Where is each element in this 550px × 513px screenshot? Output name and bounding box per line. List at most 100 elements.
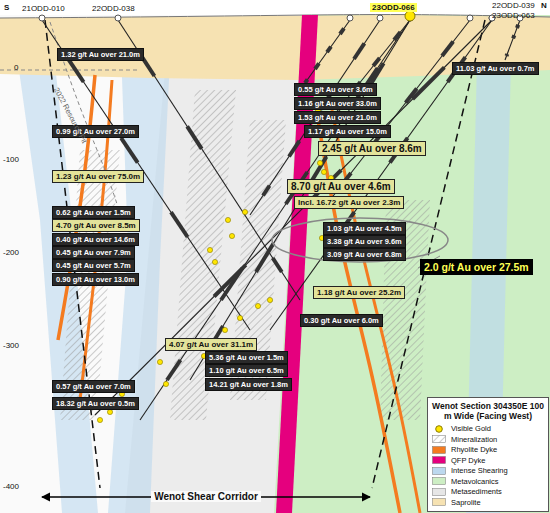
assay-callout: 1.10 g/t Au over 6.5m <box>205 364 288 377</box>
drill-hole <box>505 20 520 60</box>
visible-gold-dot <box>267 297 272 302</box>
saprolite-layer <box>0 15 550 80</box>
label-holder: 0 <box>14 63 18 72</box>
assay-text: 0.90 g/t Au over 13.0m <box>56 275 135 284</box>
assay-interval <box>263 186 270 196</box>
assay-text: 11.03 g/t Au over 0.7m <box>456 64 535 73</box>
legend-text: Saprolite <box>451 498 481 507</box>
legend-swatch <box>432 446 446 454</box>
assay-callout: 1.03 g/t Au over 4.5m <box>323 222 406 235</box>
visible-gold-dot <box>222 327 227 332</box>
assay-text: 0.55 g/t Au over 3.6m <box>298 85 373 94</box>
assay-callout: 3.38 g/t Au over 9.6m <box>323 235 406 248</box>
legend-row: Rhyolite Dyke <box>432 445 544 455</box>
assay-text: 4.70 g/t Au over 8.5m <box>56 221 136 230</box>
text-label: 23ODD-063 <box>492 11 535 20</box>
legend-swatch <box>432 477 446 485</box>
assay-text: Incl. 16.72 g/t Au over 2.3m <box>298 198 400 207</box>
collar-marker <box>347 15 353 21</box>
assay-callout: 1.32 g/t Au over 21.0m <box>57 48 144 61</box>
assay-text: 1.03 g/t Au over 4.5m <box>327 224 402 233</box>
visible-gold-dot <box>237 315 242 320</box>
assay-interval <box>171 212 188 237</box>
text-label: -400 <box>3 482 19 491</box>
drill-hole <box>140 20 410 420</box>
legend-swatch <box>432 467 446 475</box>
assay-interval <box>513 35 514 38</box>
assay-text: 1.17 g/t Au over 15.0m <box>308 127 387 136</box>
collar-marker <box>377 15 383 21</box>
assay-text: 0.45 g/t Au over 5.7m <box>56 261 131 270</box>
assay-interval <box>505 54 510 56</box>
assay-text: 0.99 g/t Au over 27.0m <box>56 127 135 136</box>
collar-marker <box>405 11 415 21</box>
assay-callout: 1.53 g/t Au over 21.0m <box>294 111 381 124</box>
label-holder: -400 <box>3 482 19 491</box>
assay-interval <box>214 265 246 297</box>
assay-text: 3.09 g/t Au over 6.8m <box>327 250 402 259</box>
assay-text: 1.53 g/t Au over 21.0m <box>298 113 377 122</box>
assay-text: 2.0 g/t Au over 27.5m <box>424 261 529 273</box>
text-label: N <box>541 1 547 10</box>
assay-text: 4.07 g/t Au over 31.1m <box>169 340 253 349</box>
label-holder: 22ODD-038 <box>92 4 135 13</box>
visible-gold-dot <box>229 233 234 238</box>
assay-interval <box>340 28 344 34</box>
assay-text: 0.62 g/t Au over 1.5m <box>56 208 131 217</box>
assay-callout: 1.23 g/t Au over 75.0m <box>52 170 144 183</box>
collar-marker <box>115 15 121 21</box>
label-holder: N <box>541 1 547 10</box>
assay-callout: 14.21 g/t Au over 1.8m <box>205 378 292 391</box>
visible-gold-dot <box>207 247 212 252</box>
visible-gold-dot <box>321 169 326 174</box>
assay-callout: 2.45 g/t Au over 8.6m <box>318 141 426 156</box>
assay-text: 3.38 g/t Au over 9.6m <box>327 237 402 246</box>
assay-callout: Incl. 16.72 g/t Au over 2.3m <box>294 196 404 209</box>
assay-callout: 0.45 g/t Au over 5.7m <box>52 259 135 272</box>
assay-interval <box>354 43 364 59</box>
assay-text: 1.16 g/t Au over 33.0m <box>298 99 377 108</box>
metavolcanics-zone <box>274 15 550 513</box>
assay-callout: 5.36 g/t Au over 1.5m <box>205 351 288 364</box>
legend-text: QFP Dyke <box>451 456 485 465</box>
drill-hole <box>190 20 410 380</box>
legend-swatch <box>432 456 446 464</box>
assay-callout: 1.18 g/t Au over 25.2m <box>313 286 405 299</box>
visible-gold-dot <box>97 417 102 422</box>
assay-callout: 0.62 g/t Au over 1.5m <box>52 206 135 219</box>
legend-row: QFP Dyke <box>432 456 544 466</box>
assay-interval <box>256 243 274 272</box>
legend-row: Metasediments <box>432 487 544 497</box>
assay-callout: 0.90 g/t Au over 13.0m <box>52 273 139 286</box>
visible-gold-dot <box>225 217 230 222</box>
visible-gold-dot <box>107 409 112 414</box>
assay-interval <box>413 67 445 99</box>
assay-callout: 0.57 g/t Au over 7.0m <box>52 380 135 393</box>
legend-box: Wenot Section 304350E 100 m Wide (Facing… <box>427 397 549 512</box>
assay-callout: 0.45 g/t Au over 7.9m <box>52 246 135 259</box>
assay-callout: 1.17 g/t Au over 15.0m <box>304 125 391 138</box>
legend-row: Visible Gold <box>432 424 544 434</box>
legend-title: Wenot Section 304350E 100 m Wide (Facing… <box>432 401 544 421</box>
text-label: 0 <box>14 63 18 72</box>
label-holder: 21ODD-010 <box>22 4 65 13</box>
label-holder: 23ODD-063 <box>492 11 535 20</box>
label-holder: -300 <box>3 341 19 350</box>
assay-interval <box>167 360 181 380</box>
visible-gold-dot <box>317 160 322 165</box>
visible-gold-dot <box>242 209 247 214</box>
visible-gold-dot <box>163 381 168 386</box>
label-holder: 23ODD-066 <box>370 3 417 12</box>
drill-hole <box>330 20 470 200</box>
label-holder: -100 <box>3 155 19 164</box>
assay-callout: 11.03 g/t Au over 0.7m <box>452 62 539 75</box>
label-holder: -200 <box>3 248 19 257</box>
assay-callout: 8.70 g/t Au over 4.6m <box>287 179 395 194</box>
legend-row: Mineralization <box>432 435 544 445</box>
highlight-ellipse <box>272 218 448 262</box>
ground <box>0 15 550 513</box>
label-holder: S <box>4 3 9 12</box>
text-label: 22ODD-039 <box>492 1 535 10</box>
visible-gold-dot <box>212 259 217 264</box>
assay-text: 8.70 g/t Au over 4.6m <box>291 181 391 192</box>
